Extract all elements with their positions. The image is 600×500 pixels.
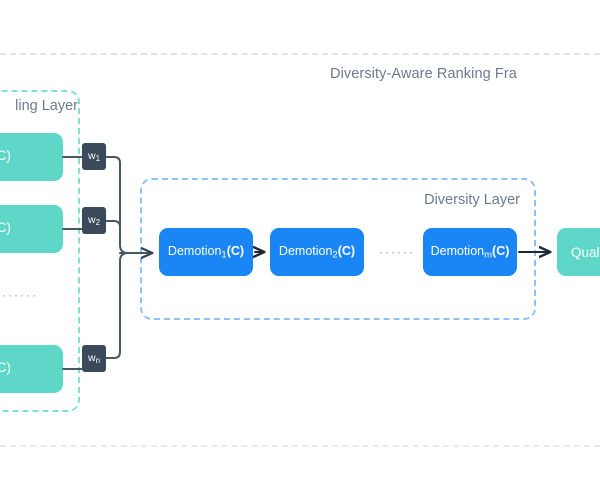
demotion-ellipsis: ······ — [379, 245, 415, 259]
demotion-label-1: Demotion1(C) — [167, 243, 245, 261]
quality-score-label: Qualit — [571, 244, 600, 260]
predictor-ellipsis: ······ — [2, 288, 38, 302]
framework-title: Diversity-Aware Ranking Fra — [330, 66, 517, 82]
predictor-label-2: ictor2 (C) — [0, 220, 11, 236]
modeling-layer-container — [0, 90, 80, 412]
weight-chip-1[interactable]: w1 — [82, 143, 106, 170]
weight-chip-2[interactable]: w2 — [82, 207, 106, 234]
demotion-node-2[interactable]: Demotion2(C) — [270, 228, 364, 276]
quality-score-node[interactable]: Qualit — [557, 228, 600, 276]
weight-label-2: w2 — [87, 213, 101, 228]
predictor-label-n: ictorn (C) — [0, 360, 11, 376]
predictor-label-1: ictor1 (C) — [0, 148, 11, 164]
weight-label-n: wn — [87, 351, 101, 366]
demotion-label-m: Demotionm(C) — [430, 243, 510, 261]
weight-label-1: w1 — [87, 149, 101, 164]
modeling-layer-title: ling Layer — [15, 98, 78, 114]
demotion-node-m[interactable]: Demotionm(C) — [423, 228, 517, 276]
predictor-node-2[interactable]: ictor2 (C) — [0, 205, 63, 253]
predictor-node-1[interactable]: ictor1 (C) — [0, 133, 63, 181]
framework-boundary-bottom — [0, 445, 600, 447]
weight-chip-n[interactable]: wn — [82, 345, 106, 372]
predictor-node-n[interactable]: ictorn (C) — [0, 345, 63, 393]
demotion-label-2: Demotion2(C) — [278, 243, 356, 261]
framework-boundary-top — [0, 53, 600, 55]
diversity-layer-title: Diversity Layer — [424, 192, 520, 208]
demotion-node-1[interactable]: Demotion1(C) — [159, 228, 253, 276]
